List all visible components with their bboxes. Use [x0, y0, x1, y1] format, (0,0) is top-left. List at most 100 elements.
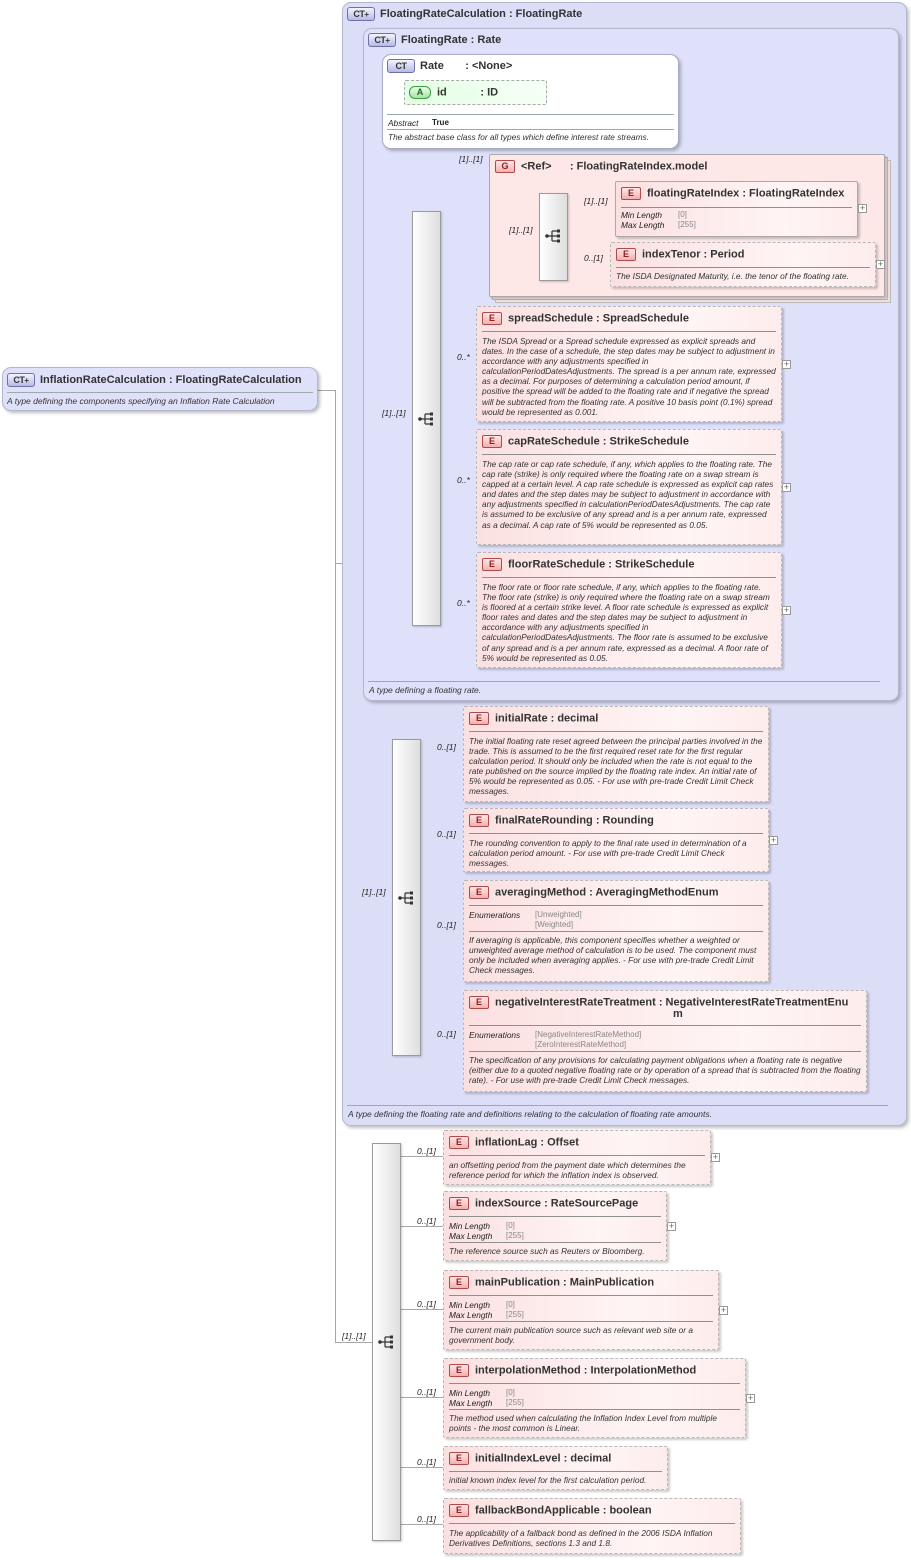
- min-length-value: [0]: [678, 210, 687, 219]
- floating-rate-sequence-cardinality: [1]..[1]: [382, 408, 406, 418]
- element-icon: E: [469, 996, 489, 1009]
- element-title: initialRate : decimal: [495, 712, 599, 725]
- element-desc: If averaging is applicable, this compone…: [469, 935, 757, 976]
- complex-type-icon: CT: [387, 59, 415, 73]
- element-icon: E: [449, 1504, 469, 1517]
- element-icon: E: [449, 1197, 469, 1210]
- element-title: fallbackBondApplicable : boolean: [475, 1504, 652, 1517]
- element-icon: E: [482, 558, 502, 571]
- element-icon: E: [621, 187, 641, 200]
- enumerations-label: Enumerations: [469, 910, 521, 920]
- sequence-icon: [378, 1335, 393, 1349]
- expand-icon[interactable]: +: [746, 1393, 755, 1403]
- element-desc: The method used when calculating the Inf…: [449, 1413, 717, 1434]
- expand-icon[interactable]: +: [719, 1305, 728, 1315]
- max-length-label: Max Length: [449, 1231, 493, 1241]
- element-desc: The ISDA Designated Maturity, i.e. the t…: [616, 271, 849, 281]
- element-title-wrap: m: [673, 1008, 683, 1020]
- expand-icon[interactable]: +: [876, 259, 885, 269]
- frc-sequence-cardinality: [1]..[1]: [362, 887, 386, 897]
- element-title: indexSource : RateSourcePage: [475, 1197, 639, 1210]
- sequence-icon: [398, 891, 413, 905]
- enumerations-label: Enumerations: [469, 1030, 521, 1040]
- expand-icon[interactable]: +: [782, 359, 791, 369]
- abstract-value: True: [432, 118, 449, 127]
- max-length-value: [255]: [506, 1310, 524, 1319]
- floating-rate-index-cardinality: [1]..[1]: [584, 196, 608, 206]
- max-length-value: [255]: [506, 1231, 524, 1240]
- complex-type-icon: CT: [7, 373, 35, 387]
- expand-icon[interactable]: +: [782, 482, 791, 492]
- enumeration-value: [Weighted]: [535, 920, 574, 929]
- inflation-lag-cardinality: 0..[1]: [417, 1146, 436, 1156]
- final-rate-rounding-cardinality: 0..[1]: [437, 829, 456, 839]
- frc-title: FloatingRateCalculation : FloatingRate: [380, 7, 583, 20]
- element-title: floorRateSchedule : StrikeSchedule: [508, 558, 695, 571]
- element-desc: The reference source such as Reuters or …: [449, 1246, 645, 1256]
- element-desc: The initial floating rate reset agreed b…: [469, 736, 763, 797]
- cap-rate-schedule-cardinality: 0..*: [457, 475, 470, 485]
- element-title: interpolationMethod : InterpolationMetho…: [475, 1364, 697, 1377]
- group-sequence[interactable]: [539, 193, 568, 281]
- main-publication-cardinality: 0..[1]: [417, 1299, 436, 1309]
- sequence-icon: [418, 412, 433, 426]
- initial-index-level-cardinality: 0..[1]: [417, 1457, 436, 1467]
- element-desc: initial known index level for the first …: [449, 1475, 647, 1485]
- enumeration-value: [ZeroInterestRateMethod]: [535, 1040, 627, 1049]
- min-length-label: Min Length: [449, 1221, 491, 1231]
- element-icon: E: [449, 1136, 469, 1149]
- expand-icon[interactable]: +: [769, 835, 778, 845]
- group-icon: G: [495, 160, 515, 173]
- element-title: initialIndexLevel : decimal: [475, 1452, 612, 1465]
- element-title: capRateSchedule : StrikeSchedule: [508, 435, 689, 448]
- fr-desc: A type defining a floating rate.: [369, 685, 482, 695]
- sequence-icon: [545, 229, 560, 243]
- root-type-desc: A type defining the components specifyin…: [7, 396, 275, 406]
- element-icon: E: [469, 814, 489, 827]
- index-tenor-cardinality: 0..[1]: [584, 253, 603, 263]
- floor-rate-schedule-cardinality: 0..*: [457, 598, 470, 608]
- min-length-label: Min Length: [449, 1388, 491, 1398]
- expand-icon[interactable]: +: [858, 203, 867, 213]
- root-type-box[interactable]: CTInflationRateCalculation : FloatingRat…: [2, 367, 318, 411]
- element-title: averagingMethod : AveragingMethodEnum: [495, 886, 719, 899]
- max-length-value: [255]: [506, 1398, 524, 1407]
- element-icon: E: [482, 435, 502, 448]
- element-desc: The rounding convention to apply to the …: [469, 838, 747, 869]
- expand-icon[interactable]: +: [667, 1221, 676, 1231]
- expand-icon[interactable]: +: [782, 605, 791, 615]
- element-title: floatingRateIndex : FloatingRateIndex: [647, 187, 845, 200]
- element-title: inflationLag : Offset: [475, 1136, 579, 1149]
- element-icon: E: [616, 248, 636, 261]
- group-cardinality: [1]..[1]: [459, 154, 483, 164]
- max-length-label: Max Length: [449, 1310, 493, 1320]
- element-icon: E: [449, 1452, 469, 1465]
- averaging-method-cardinality: 0..[1]: [437, 920, 456, 930]
- initial-rate-cardinality: 0..[1]: [437, 742, 456, 752]
- expand-icon[interactable]: +: [711, 1152, 720, 1162]
- interpolation-method-cardinality: 0..[1]: [417, 1387, 436, 1397]
- element-desc: The current main publication source such…: [449, 1325, 693, 1346]
- rate-title: Rate : <None>: [420, 59, 513, 72]
- index-source-cardinality: 0..[1]: [417, 1216, 436, 1226]
- spread-schedule-cardinality: 0..*: [457, 352, 470, 362]
- negative-interest-cardinality: 0..[1]: [437, 1029, 456, 1039]
- element-desc: The specification of any provisions for …: [469, 1055, 861, 1086]
